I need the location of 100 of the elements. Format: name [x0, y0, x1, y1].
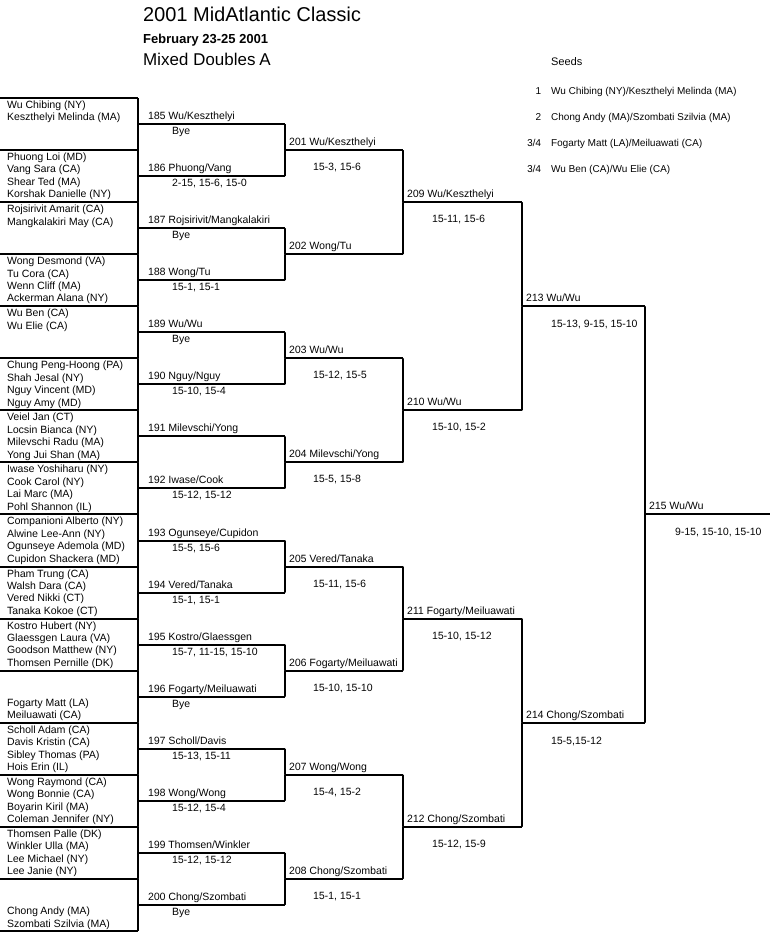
match-line: [138, 370, 285, 386]
player-name: Thomsen Pernille (DK): [6, 656, 114, 670]
match-winner: 211 Fogarty/Meiluawati: [407, 604, 515, 618]
match-winner: 201 Wu/Keszthelyi: [289, 136, 376, 150]
bracket-line: [284, 228, 286, 254]
bracket-line: [137, 513, 139, 568]
match-winner: 187 Rojsirivit/Mangkalakiri: [148, 214, 270, 228]
match-line: [285, 344, 403, 360]
match-line: [285, 760, 403, 776]
bracket-line: [284, 124, 286, 150]
bracket-line: [284, 462, 286, 488]
match-winner: 209 Wu/Keszthelyi: [407, 188, 494, 202]
match-winner: 202 Wong/Tu: [289, 240, 352, 254]
player-name: Yong Jui Shan (MA): [6, 448, 100, 461]
match-line: [138, 630, 285, 646]
bracket-line: [137, 566, 139, 620]
match-winner: 215 Wu/Wu: [649, 500, 704, 514]
match-winner: 210 Wu/Wu: [407, 396, 462, 410]
match-score: 15-13, 15-11: [172, 750, 231, 763]
bracket-line: [137, 149, 139, 204]
bracket-line: [284, 644, 286, 671]
seed-number: 3/4: [527, 138, 541, 149]
match-line: [138, 526, 285, 542]
match-winner: 193 Ogunseye/Cupidon: [148, 526, 258, 540]
player-name: Nguy Vincent (MD): [6, 384, 96, 397]
match-line: [403, 604, 522, 620]
date-subtitle: February 23-25 2001: [143, 31, 268, 46]
bracket-line: [402, 774, 404, 827]
match-score: 15-10, 15-2: [432, 421, 486, 434]
player-name: Mangkalakiri May (CA): [6, 216, 114, 228]
seed-number: 1: [535, 86, 541, 97]
player-name: Chong Andy (MA): [6, 905, 90, 918]
match-score: 15-5, 15-8: [313, 473, 361, 486]
match-line: [285, 552, 403, 568]
bracket-line: [402, 410, 404, 462]
bracket-line: [137, 201, 139, 256]
bracket-line: [284, 670, 286, 697]
player-name: Iwase Yoshiharu (NY): [6, 463, 108, 476]
player-name: Keszthelyi Melinda (MA): [6, 111, 120, 124]
match-score: 15-10, 15-10: [313, 682, 373, 695]
player-name: Wong Raymond (CA): [6, 776, 107, 788]
bracket-line: [284, 540, 286, 567]
match-score: 15-11, 15-6: [432, 213, 485, 226]
player-name: Meiluawati (CA): [6, 709, 82, 722]
match-winner: 204 Milevschi/Yong: [289, 448, 380, 462]
player-name: Vang Sara (CA): [6, 163, 80, 176]
player-name: Walsh Dara (CA): [6, 580, 86, 592]
match-winner: 212 Chong/Szombati: [407, 812, 506, 826]
event-subtitle: Mixed Doubles A: [143, 50, 271, 70]
match-line: [138, 786, 285, 802]
seed-number: 3/4: [527, 164, 541, 175]
player-name: Scholl Adam (CA): [6, 724, 90, 736]
match-winner: 203 Wu/Wu: [289, 344, 344, 358]
player-name: Fogarty Matt (LA): [6, 696, 89, 710]
match-line: [522, 708, 645, 724]
seeds-heading: Seeds: [551, 56, 582, 68]
match-score: 15-3, 15-6: [313, 161, 361, 174]
player-name: Shah Jesal (NY): [6, 372, 84, 384]
bracket-line: [402, 618, 404, 671]
player-name: Hois Erin (IL): [6, 760, 68, 774]
player-name: Wenn Cliff (MA): [6, 280, 81, 292]
bracket-line: [402, 150, 404, 202]
player-name: Veiel Jan (CT): [6, 411, 74, 424]
bracket-line: [137, 253, 139, 308]
match-score: 15-7, 11-15, 15-10: [172, 646, 258, 659]
player-name: Ackerman Alana (NY): [6, 292, 108, 305]
bracket-line: [644, 306, 646, 514]
player-name: Goodson Matthew (NY): [6, 644, 117, 657]
player-name: Coleman Jennifer (NY): [6, 812, 114, 826]
bracket-line: [402, 358, 404, 410]
match-line: [138, 266, 285, 282]
match-line: [522, 292, 645, 308]
match-winner: 214 Chong/Szombati: [526, 708, 624, 722]
player-name: Lee Janie (NY): [6, 865, 78, 878]
bracket-line: [137, 461, 139, 516]
player-name: Wong Desmond (VA): [6, 255, 106, 268]
match-score: 15-5, 15-6: [172, 542, 220, 554]
seed-number: 2: [535, 112, 541, 123]
match-score: 15-12, 15-12: [172, 854, 232, 867]
match-winner: 190 Nguy/Nguy: [148, 370, 220, 384]
match-line: [138, 422, 285, 438]
bracket-line: [284, 436, 286, 462]
bracket-line: [137, 97, 139, 152]
match-line: [285, 656, 403, 672]
player-name: Szombati Szilvia (MA): [6, 918, 110, 930]
match-winner: 188 Wong/Tu: [148, 266, 210, 280]
match-score: 15-10, 15-12: [432, 630, 492, 643]
player-name: Wu Ben (CA): [6, 307, 69, 320]
bracket-line: [644, 514, 646, 723]
bracket-line: [137, 826, 139, 880]
match-line: [285, 240, 403, 256]
bracket-line: [284, 332, 286, 358]
player-name: Locsin Bianca (NY): [6, 424, 97, 436]
player-name: Tu Cora (CA): [6, 268, 70, 280]
seed-team: Wu Chibing (NY)/Keszthelyi Melinda (MA): [551, 86, 736, 97]
player-name: Ogunseye Ademola (MD): [6, 540, 125, 553]
player-name: Alwine Lee-Ann (NY): [6, 528, 106, 540]
player-name: Lai Marc (MA): [6, 488, 73, 501]
match-line: [645, 500, 770, 516]
bracket-line: [137, 722, 139, 776]
